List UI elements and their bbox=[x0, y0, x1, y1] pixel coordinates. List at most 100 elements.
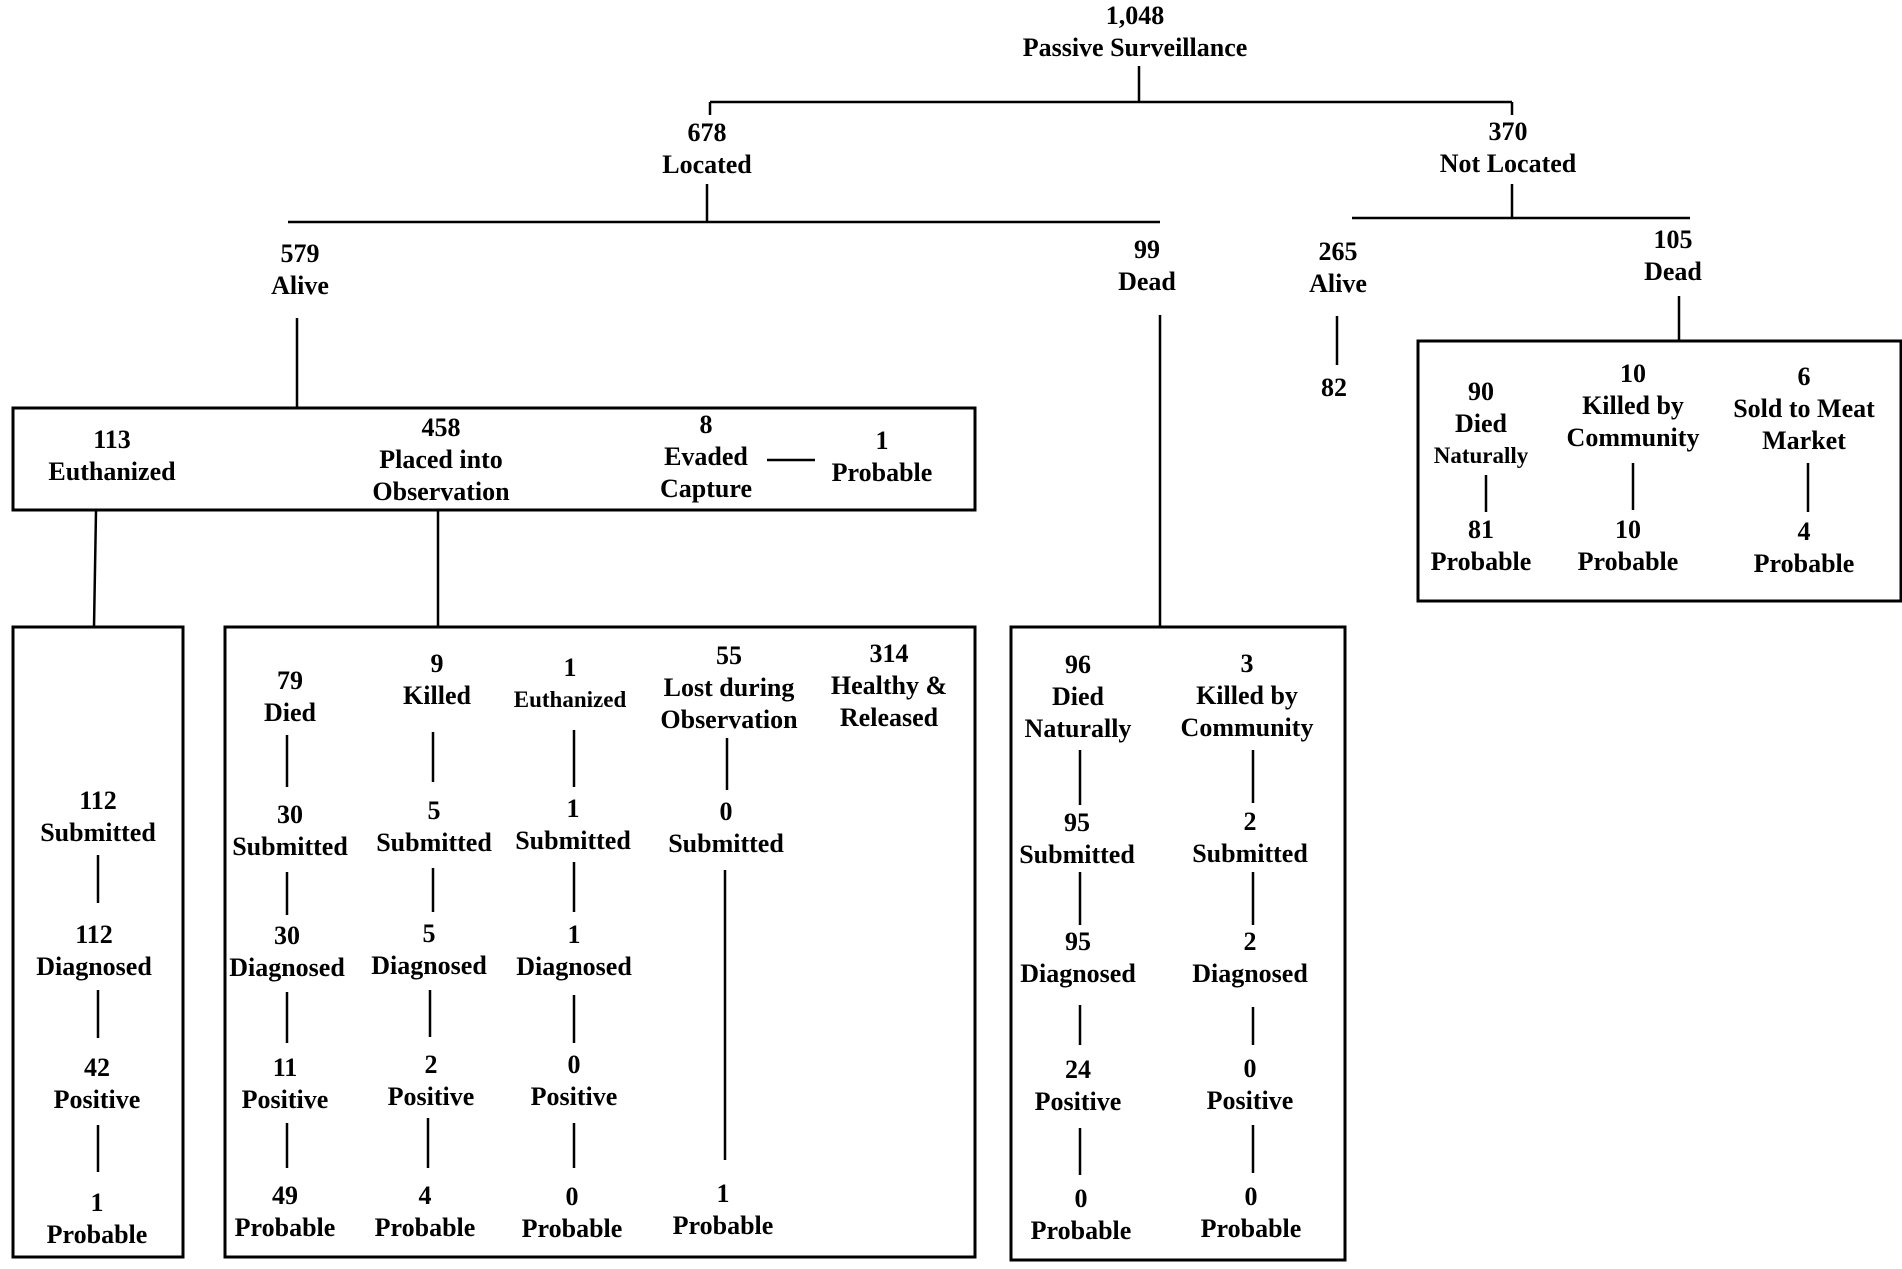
obs-killed-diagnosed-node: 5 Diagnosed bbox=[371, 918, 487, 982]
obs-died-probable-count: 49 bbox=[271, 1181, 298, 1210]
euth-diagnosed-count: 112 bbox=[75, 920, 113, 949]
obs-died-submitted-node: 30 Submitted bbox=[232, 799, 348, 863]
dead-nat-positive-label: Positive bbox=[1034, 1087, 1122, 1116]
located-node: 678 Located bbox=[662, 117, 752, 181]
obs-died-positive-count: 11 bbox=[272, 1053, 298, 1082]
obs-lost-label-1: Lost during bbox=[663, 673, 795, 702]
obs-killed-positive-label: Positive bbox=[387, 1082, 475, 1111]
obs-euth-node: 1 Euthanized bbox=[514, 652, 626, 716]
not-located-alive-label: Alive bbox=[1309, 269, 1367, 298]
obs-died-diagnosed-label: Diagnosed bbox=[229, 953, 345, 982]
euth-submitted-label: Submitted bbox=[40, 818, 156, 847]
located-dead-label: Dead bbox=[1118, 267, 1176, 296]
not-located-alive-count: 265 bbox=[1318, 237, 1358, 266]
obs-died-diagnosed-node: 30 Diagnosed bbox=[229, 920, 345, 984]
not-located-label: Not Located bbox=[1439, 149, 1577, 178]
obs-died-diagnosed-count: 30 bbox=[273, 921, 300, 950]
obs-euth-submitted-node: 1 Submitted bbox=[515, 793, 631, 857]
located-alive-count: 579 bbox=[280, 239, 320, 268]
dead-killed-diagnosed-count: 2 bbox=[1243, 927, 1257, 956]
nl-killed-count: 10 bbox=[1620, 359, 1646, 388]
nl-nat-probable-node: 81 Probable bbox=[1431, 514, 1532, 578]
dead-killed-diagnosed-label: Diagnosed bbox=[1192, 959, 1308, 988]
obs-died-submitted-count: 30 bbox=[276, 800, 303, 829]
obs-lost-probable-count: 1 bbox=[716, 1179, 730, 1208]
dead-nat-probable-node: 0 Probable bbox=[1031, 1183, 1132, 1247]
obs-died-label: Died bbox=[264, 698, 316, 727]
dead-killed-label-1: Killed by bbox=[1196, 681, 1298, 710]
obs-euth-diagnosed-node: 1 Diagnosed bbox=[516, 919, 632, 983]
dead-nat-diagnosed-count: 95 bbox=[1064, 927, 1091, 956]
dead-nat-submitted-node: 95 Submitted bbox=[1019, 807, 1135, 871]
obs-killed-probable-label: Probable bbox=[374, 1213, 476, 1242]
evaded-probable-label: Probable bbox=[831, 458, 933, 487]
nl-sold-probable-label: Probable bbox=[1753, 549, 1855, 578]
root-count: 1,048 bbox=[1105, 1, 1165, 30]
euthanized-node: 113 Euthanized bbox=[48, 424, 175, 488]
dead-nat-probable-label: Probable bbox=[1030, 1216, 1132, 1245]
located-dead-node: 99 Dead bbox=[1118, 234, 1176, 298]
evaded-node: 8 Evaded Capture bbox=[660, 409, 752, 505]
obs-euth-submitted-count: 1 bbox=[566, 794, 580, 823]
obs-euth-positive-node: 0 Positive bbox=[531, 1049, 618, 1113]
obs-died-probable-node: 49 Probable bbox=[235, 1180, 336, 1244]
dead-nat-positive-count: 24 bbox=[1065, 1055, 1091, 1084]
dead-killed-probable-count: 0 bbox=[1244, 1182, 1258, 1211]
obs-killed-diagnosed-label: Diagnosed bbox=[371, 951, 487, 980]
obs-died-node: 79 Died bbox=[264, 665, 316, 729]
obs-euth-probable-node: 0 Probable bbox=[522, 1181, 623, 1245]
euth-probable-label: Probable bbox=[46, 1220, 148, 1249]
observation-label-1: Placed into bbox=[379, 445, 503, 474]
located-label: Located bbox=[662, 150, 752, 179]
located-count: 678 bbox=[687, 118, 727, 147]
euth-submitted-count: 112 bbox=[79, 786, 117, 815]
obs-healthy-label-2: Released bbox=[839, 703, 939, 732]
not-located-alive-result-count: 82 bbox=[1321, 373, 1347, 402]
obs-killed-probable-count: 4 bbox=[418, 1181, 432, 1210]
not-located-dead-node: 105 Dead bbox=[1644, 224, 1702, 288]
evaded-label-2: Capture bbox=[660, 474, 752, 503]
dead-killed-submitted-label: Submitted bbox=[1192, 839, 1308, 868]
obs-lost-label-2: Observation bbox=[660, 705, 798, 734]
obs-healthy-node: 314 Healthy & Released bbox=[831, 638, 947, 734]
evaded-label-1: Evaded bbox=[664, 442, 748, 471]
euth-positive-label: Positive bbox=[53, 1085, 141, 1114]
obs-killed-label: Killed bbox=[403, 681, 471, 710]
euth-positive-count: 42 bbox=[84, 1053, 110, 1082]
nl-nat-label-2: Naturally bbox=[1433, 443, 1529, 468]
nl-sold-node: 6 Sold to Meat Market bbox=[1733, 361, 1875, 457]
obs-euth-diagnosed-count: 1 bbox=[567, 920, 581, 949]
obs-healthy-label-1: Healthy & bbox=[830, 671, 948, 700]
nl-nat-probable-label: Probable bbox=[1430, 547, 1532, 576]
dead-killed-submitted-count: 2 bbox=[1243, 807, 1257, 836]
dead-nat-diagnosed-node: 95 Diagnosed bbox=[1020, 926, 1136, 990]
dead-nat-submitted-count: 95 bbox=[1063, 808, 1090, 837]
dead-nat-count: 96 bbox=[1064, 650, 1091, 679]
evaded-count: 8 bbox=[699, 410, 713, 439]
nl-sold-label-1: Sold to Meat bbox=[1733, 394, 1875, 423]
not-located-dead-count: 105 bbox=[1653, 225, 1693, 254]
located-dead-count: 99 bbox=[1134, 235, 1160, 264]
obs-euth-positive-count: 0 bbox=[567, 1050, 581, 1079]
obs-died-positive-label: Positive bbox=[241, 1085, 329, 1114]
nl-killed-probable-label: Probable bbox=[1577, 547, 1679, 576]
euth-diagnosed-node: 112 Diagnosed bbox=[36, 919, 152, 983]
located-alive-node: 579 Alive bbox=[271, 238, 329, 302]
obs-killed-probable-node: 4 Probable bbox=[375, 1180, 476, 1244]
euth-probable-count: 1 bbox=[90, 1188, 104, 1217]
obs-euth-count: 1 bbox=[563, 653, 577, 682]
obs-killed-diagnosed-count: 5 bbox=[422, 919, 436, 948]
obs-euth-probable-label: Probable bbox=[521, 1214, 623, 1243]
nl-nat-label-1: Died bbox=[1455, 409, 1507, 438]
obs-killed-submitted-label: Submitted bbox=[376, 828, 492, 857]
obs-lost-count: 55 bbox=[715, 641, 742, 670]
obs-died-count: 79 bbox=[277, 666, 303, 695]
dead-killed-diagnosed-node: 2 Diagnosed bbox=[1192, 926, 1308, 990]
obs-lost-submitted-count: 0 bbox=[719, 797, 733, 826]
not-located-dead-label: Dead bbox=[1644, 257, 1702, 286]
euth-submitted-node: 112 Submitted bbox=[40, 785, 156, 849]
euthanized-count: 113 bbox=[93, 425, 131, 454]
nl-killed-label-1: Killed by bbox=[1582, 391, 1684, 420]
